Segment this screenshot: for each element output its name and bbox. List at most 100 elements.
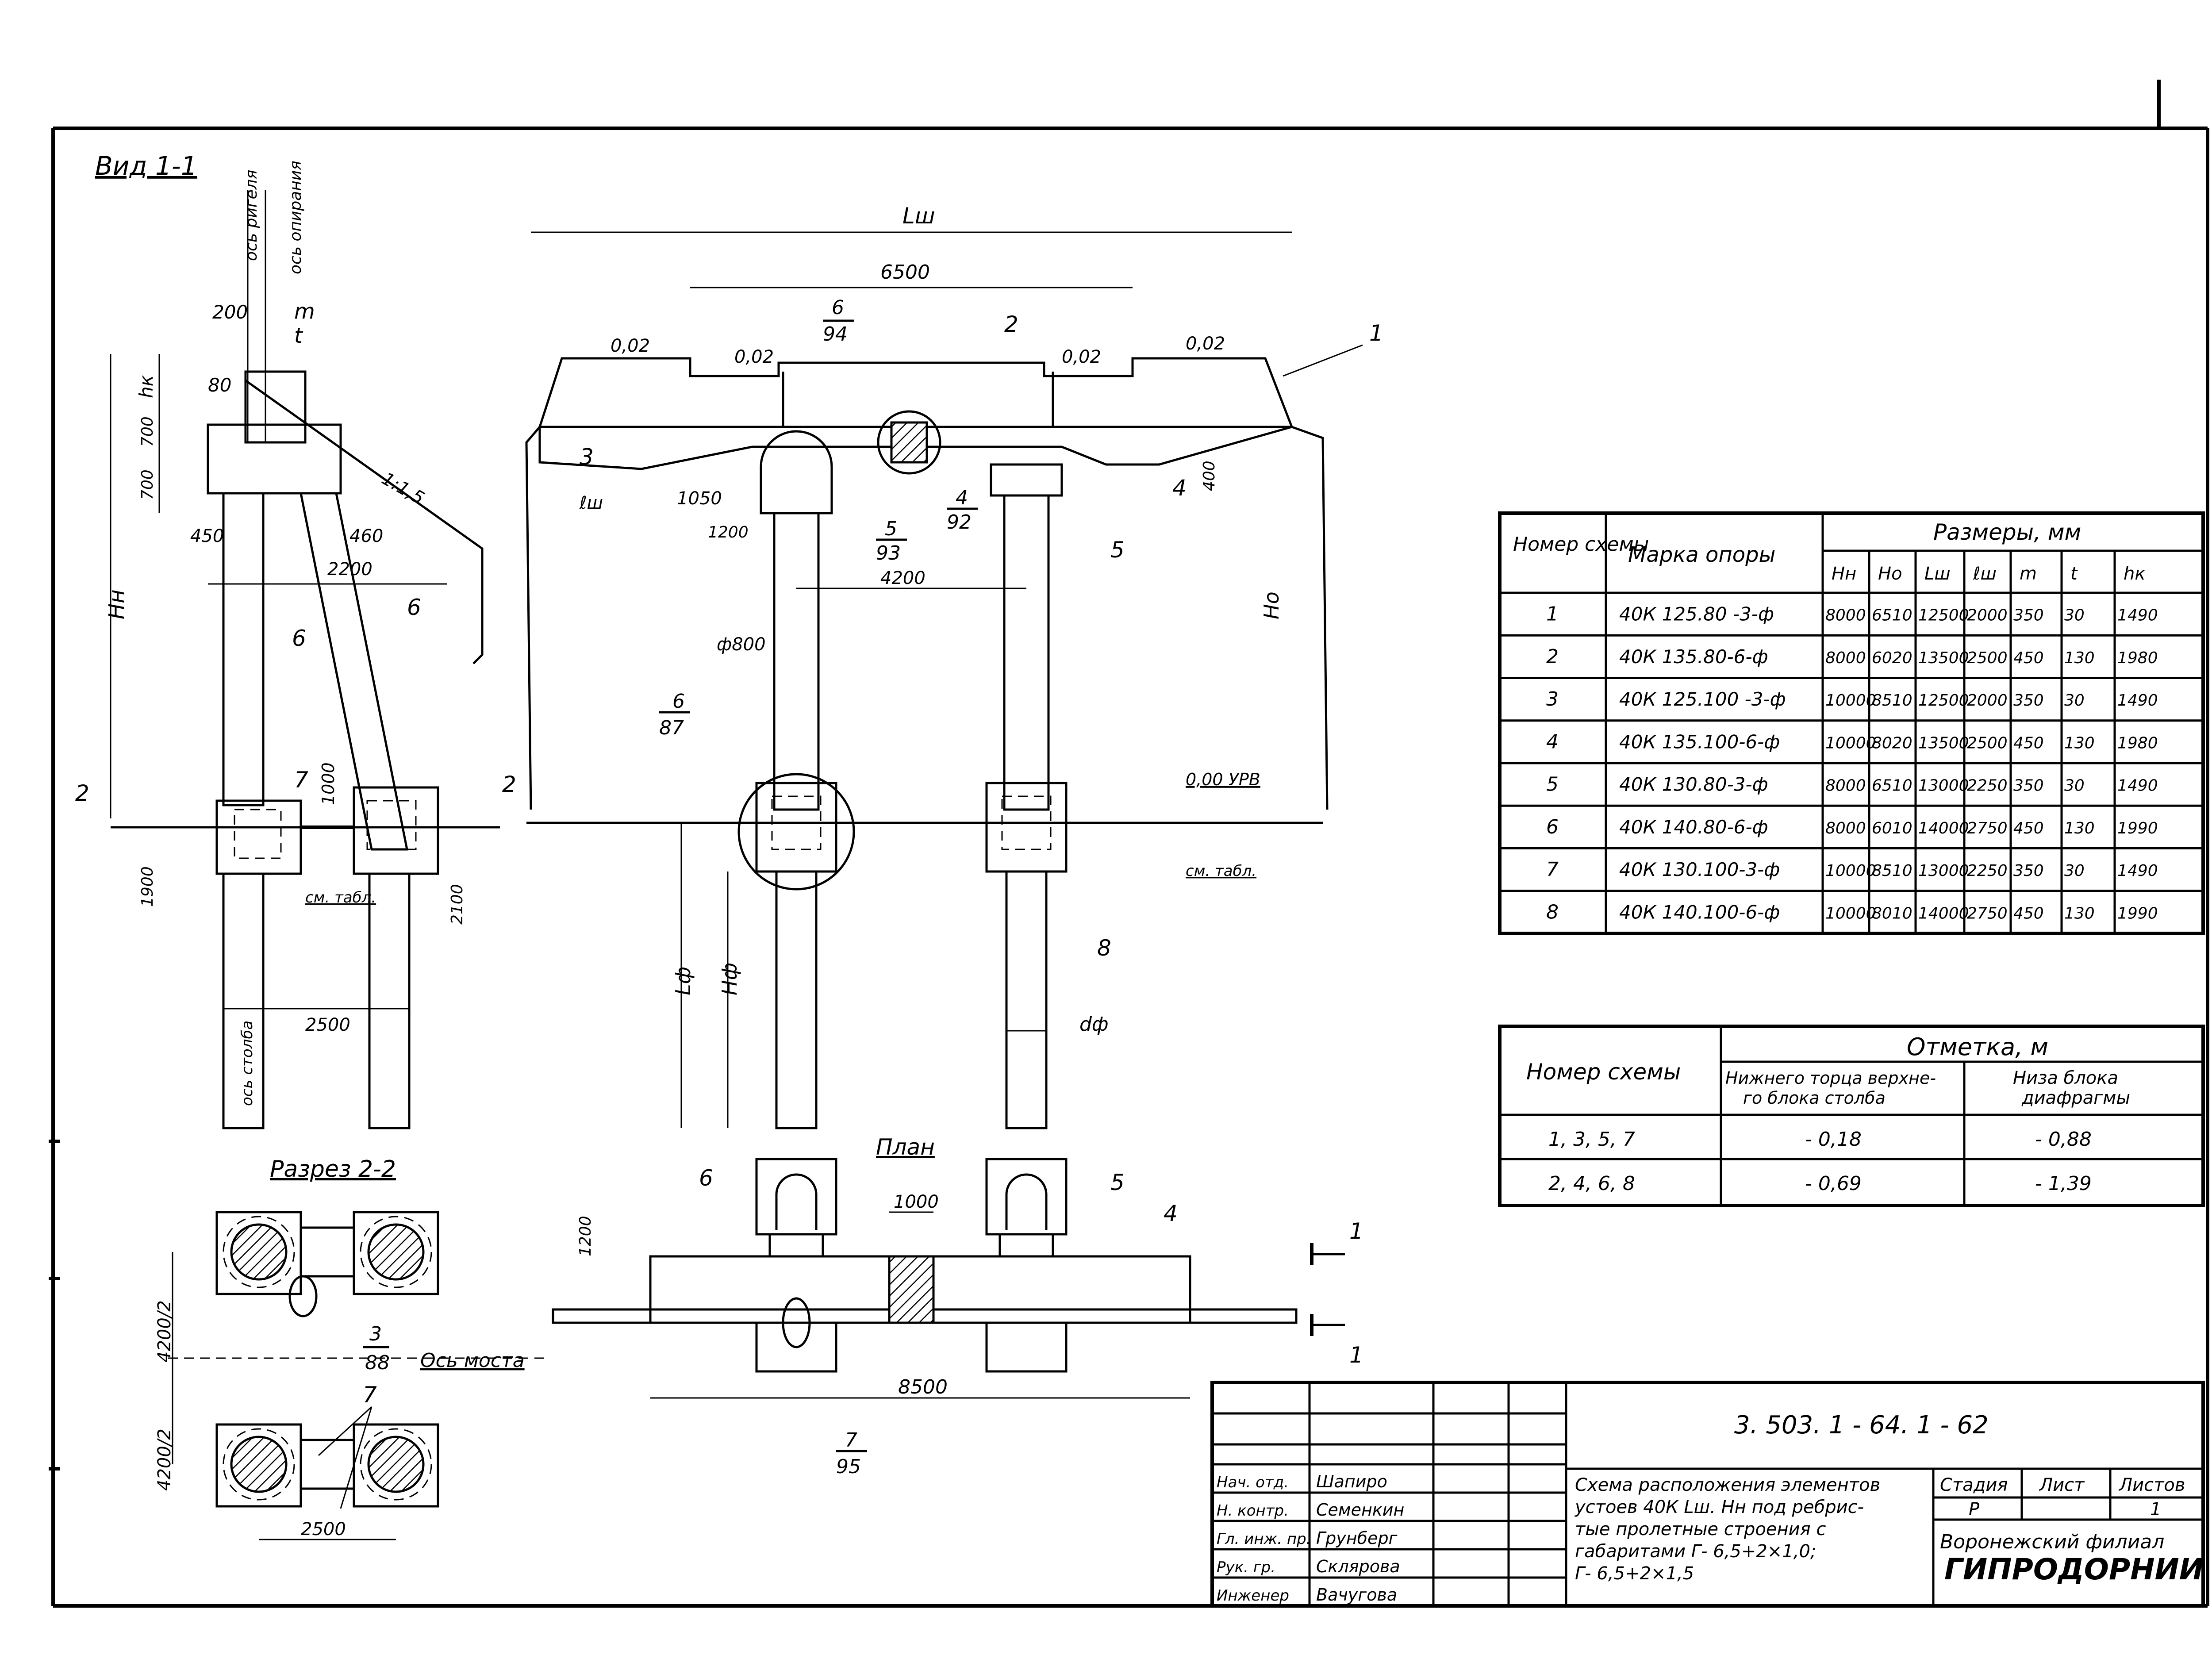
svg-text:габаритами Г- 6,5+2×1,0;: габаритами Г- 6,5+2×1,0; <box>1575 1541 1816 1562</box>
svg-text:Стадия: Стадия <box>1940 1475 2008 1495</box>
svg-text:450: 450 <box>190 526 224 546</box>
callout-7-95-num: 7 <box>845 1429 857 1451</box>
svg-text:2: 2 <box>502 772 516 797</box>
sizes-cell: 10000 <box>1825 734 1876 752</box>
axis-support-label: ось опирания <box>287 161 305 274</box>
sizes-row-mark: 40К 135.80-6-ф <box>1619 646 1768 668</box>
callout-3-88-sheet: 88 <box>365 1351 390 1374</box>
sizes-cell: 350 <box>2013 607 2044 625</box>
callout-5-93-num: 5 <box>885 518 897 540</box>
sizes-cell: 2250 <box>1967 777 2008 795</box>
tb-name: Склярова <box>1316 1557 1400 1576</box>
sizes-cell: 2000 <box>1967 691 2008 710</box>
svg-text:0,02: 0,02 <box>1186 334 1225 354</box>
tb-name: Семенкин <box>1316 1500 1404 1520</box>
sizes-cell: 2750 <box>1967 904 2008 922</box>
svg-text:6500: 6500 <box>880 261 930 284</box>
sizes-cell: 350 <box>2013 691 2044 710</box>
section-2-2: Разрез 2-2 3 88 Ось моста 7 4200/2 4200/… <box>154 1156 549 1540</box>
svg-text:2500: 2500 <box>301 1519 346 1540</box>
sizes-head-group: Размеры, мм <box>1933 519 2081 545</box>
callout-6a: 6 <box>292 626 306 651</box>
svg-text:2: 2 <box>75 780 89 806</box>
marks-row-scheme: 2, 4, 6, 8 <box>1548 1172 1635 1195</box>
callout-6-plan: 6 <box>699 1165 713 1191</box>
svg-text:Lф: Lф <box>671 967 695 995</box>
svg-text:Нижнего торца верхне-: Нижнего торца верхне- <box>1725 1068 1936 1088</box>
axis-bridge-label: Ось моста <box>420 1349 525 1372</box>
svg-text:0,02: 0,02 <box>734 347 774 367</box>
svg-text:460: 460 <box>349 526 383 546</box>
sizes-cell: 8000 <box>1825 649 1866 667</box>
callout-7-section: 7 <box>363 1382 377 1408</box>
sizes-row-mark: 40К 135.100-6-ф <box>1619 731 1780 753</box>
sizes-cell: 10000 <box>1825 862 1876 880</box>
svg-text:0,00 УРВ: 0,00 УРВ <box>1186 770 1260 789</box>
sizes-row-num: 8 <box>1546 901 1559 923</box>
sizes-cell: 8000 <box>1825 777 1866 795</box>
cut-mark-1-bottom: 1 <box>1349 1342 1363 1368</box>
sizes-cell: 2000 <box>1967 607 2008 625</box>
elevation-view: Lш 6500 0,02 0,02 0,02 0,02 ℓш 1050 1200… <box>525 203 1383 1129</box>
callout-6-94-num: 6 <box>832 296 844 319</box>
callout-6b: 6 <box>407 595 421 620</box>
callout-3-88-num: 3 <box>369 1323 382 1345</box>
tb-role: Н. контр. <box>1217 1502 1289 1520</box>
sizes-cell: 1490 <box>2117 607 2158 625</box>
sizes-cell: 14000 <box>1918 904 1969 922</box>
org-line2: ГИПРОДОРНИИ <box>1944 1552 2204 1586</box>
svg-text:устоев 40К Lш. Нн под ребрис-: устоев 40К Lш. Нн под ребрис- <box>1575 1497 1864 1517</box>
tb-role: Рук. гр. <box>1217 1559 1275 1576</box>
sizes-cell: 10000 <box>1825 691 1876 710</box>
tb-role: Инженер <box>1217 1587 1289 1605</box>
callout-7-view11: 7 <box>294 767 308 793</box>
svg-text:t: t <box>294 323 303 348</box>
sizes-row-num: 4 <box>1546 730 1559 753</box>
svg-text:700: 700 <box>138 416 157 447</box>
svg-text:Г- 6,5+2×1,5: Г- 6,5+2×1,5 <box>1575 1563 1694 1584</box>
doc-code: 3. 503. 1 - 64. 1 - 62 <box>1734 1411 1989 1440</box>
callout-7-95-sheet: 95 <box>836 1455 861 1478</box>
sizes-cell: 6510 <box>1872 607 1912 625</box>
tb-name: Шапиро <box>1316 1472 1387 1491</box>
sizes-cell: 130 <box>2064 819 2095 837</box>
svg-text:Р: Р <box>1969 1499 1980 1520</box>
svg-text:0,02: 0,02 <box>1062 347 1101 367</box>
svg-text:Низа блока: Низа блока <box>2013 1068 2118 1088</box>
svg-text:1000: 1000 <box>894 1192 939 1212</box>
svg-text:2500: 2500 <box>305 1015 350 1035</box>
sizes-cell: 30 <box>2064 607 2085 625</box>
callout-5-93-sheet: 93 <box>876 542 901 564</box>
sizes-cell: 8010 <box>1872 904 1912 922</box>
callout-3: 3 <box>580 444 594 470</box>
plan-view: План 1000 1200 8500 6 5 4 7 95 1 1 <box>552 1134 1363 1478</box>
sizes-col-header: Hн <box>1832 564 1856 584</box>
sizes-cell: 450 <box>2013 819 2044 837</box>
tb-name: Вачугова <box>1316 1585 1397 1605</box>
svg-text:ф800: ф800 <box>717 634 766 655</box>
svg-text:1000: 1000 <box>319 762 338 805</box>
sizes-cell: 8000 <box>1825 819 1866 837</box>
svg-text:4200: 4200 <box>880 568 926 588</box>
sizes-col-header: m <box>2020 564 2037 584</box>
sizes-row-num: 2 <box>1546 645 1559 668</box>
sizes-cell: 1490 <box>2117 862 2158 880</box>
svg-text:го блока столба: го блока столба <box>1743 1088 1886 1108</box>
marks-row-b: - 0,88 <box>2035 1128 2092 1151</box>
svg-text:200: 200 <box>212 301 248 323</box>
svg-text:Hф: Hф <box>718 963 741 995</box>
sizes-cell: 2750 <box>1967 819 2008 837</box>
sizes-cell: 12500 <box>1918 691 1969 710</box>
svg-text:80: 80 <box>208 374 231 396</box>
view-1-1: Вид 1-1 ось ригеля ось опирания 200 m t … <box>75 151 516 1129</box>
sizes-cell: 2250 <box>1967 862 2008 880</box>
sizes-cell: 13500 <box>1918 734 1969 752</box>
marks-row-a: - 0,69 <box>1805 1172 1862 1195</box>
sizes-cell: 450 <box>2013 649 2044 667</box>
sizes-cell: 10000 <box>1825 904 1876 922</box>
callout-6-87-sheet: 87 <box>659 717 684 739</box>
svg-text:диафрагмы: диафрагмы <box>2021 1088 2130 1108</box>
callout-1: 1 <box>1369 320 1383 346</box>
